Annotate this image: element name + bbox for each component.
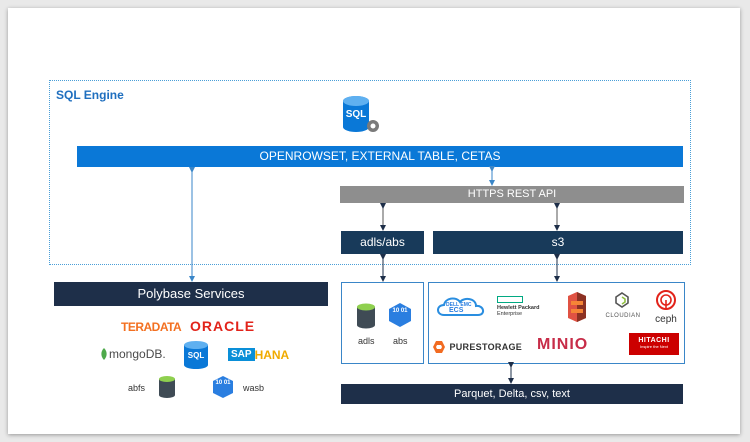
abs-label: abs: [393, 336, 408, 346]
teradata-logo: TERADATA: [121, 320, 182, 334]
abs-icon-glyph: 10 01: [392, 308, 408, 314]
polybase-services-bar: Polybase Services: [54, 282, 328, 306]
minio-logo: MINIO: [537, 336, 589, 353]
oracle-logo: ORACLE: [190, 318, 256, 334]
hitachi-sub-text: Inspire the Next: [639, 344, 668, 349]
abs-blob-icon: 10 01: [388, 302, 412, 328]
hpe-line2: Enterprise: [497, 311, 523, 317]
dell-emc-ecs-logo: DELL EMC ECS: [434, 293, 490, 319]
sql-server-icon: SQL: [183, 341, 209, 369]
pure-storage-text: PURESTORAGE: [449, 341, 523, 352]
s3-bar: s3: [433, 231, 683, 254]
sql-icon-text: SQL: [345, 109, 367, 120]
hpe-bar-icon: [497, 296, 523, 303]
hitachi-logo: HITACHI Inspire the Next: [629, 333, 679, 355]
hana-logo-text: HANA: [254, 347, 290, 362]
ceph-text: ceph: [655, 314, 677, 325]
adls-abs-bar: adls/abs: [341, 231, 424, 254]
wasb-label: wasb: [243, 383, 265, 393]
amazon-s3-icon: [566, 292, 588, 322]
sql-server-icon-text: SQL: [187, 351, 205, 360]
https-rest-api-bar: HTTPS REST API: [340, 186, 684, 203]
pure-storage-logo: PURESTORAGE: [433, 338, 522, 354]
sql-database-icon: SQL: [340, 95, 380, 135]
cloudian-logo: CLOUDIAN: [603, 292, 643, 319]
mongodb-logo: mongoDB.: [109, 347, 166, 361]
mongodb-leaf-icon: [100, 347, 108, 360]
sap-logo-text: SAP: [228, 348, 255, 362]
hitachi-text: HITACHI: [638, 337, 670, 344]
file-formats-bar: Parquet, Delta, csv, text: [341, 384, 683, 404]
sql-engine-label: SQL Engine: [56, 88, 124, 102]
abfs-cylinder-icon: [158, 375, 176, 399]
hpe-logo: Hewlett Packard Enterprise: [497, 296, 557, 317]
adls-storage-box: [341, 282, 424, 364]
adls-label: adls: [358, 336, 375, 346]
ecs-text: ECS: [449, 307, 464, 314]
dell-emc-text: DELL EMC: [446, 302, 472, 308]
openrowset-bar: OPENROWSET, EXTERNAL TABLE, CETAS: [77, 146, 683, 167]
hpe-line1: Hewlett Packard: [497, 305, 540, 311]
ceph-logo: ceph: [649, 289, 683, 325]
abfs-label: abfs: [128, 383, 146, 393]
wasb-blob-icon: 10 01: [212, 375, 234, 399]
cloudian-text: CLOUDIAN: [605, 313, 641, 319]
sql-engine-frame: [49, 80, 691, 265]
adls-cylinder-icon: [356, 303, 376, 329]
wasb-icon-glyph: 10 01: [215, 380, 231, 386]
